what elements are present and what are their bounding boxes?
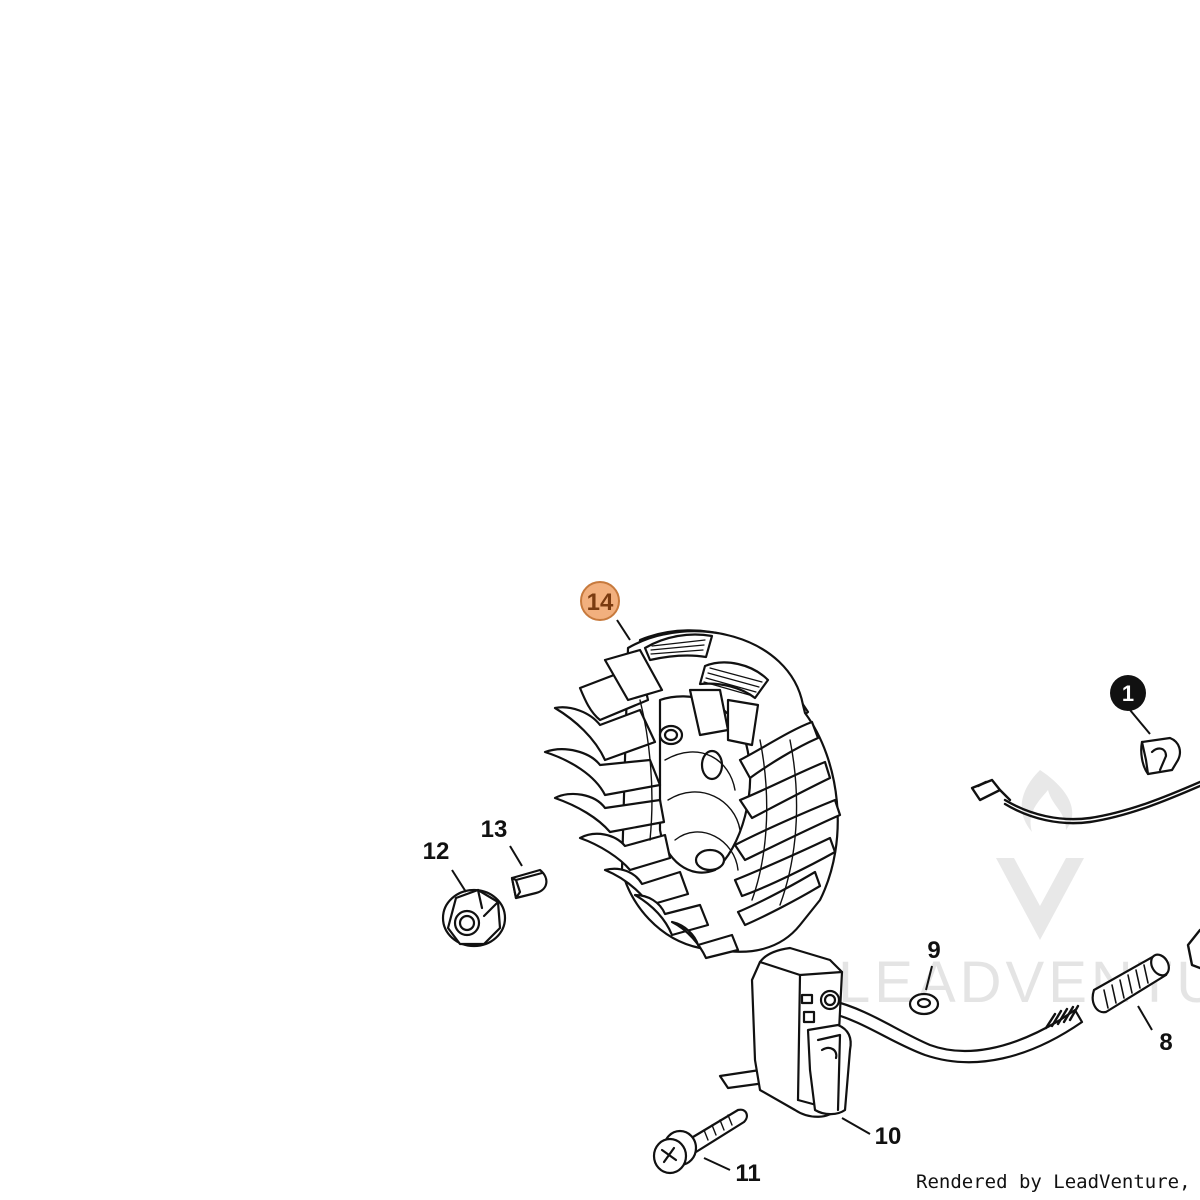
callout-11-label[interactable]: 11 [735,1160,760,1187]
ignition-module-part[interactable] [718,946,1084,1118]
wire-clip-part[interactable] [1140,736,1181,776]
flange-nut-part[interactable] [441,888,507,948]
sleeve-part[interactable] [1091,951,1173,1014]
callout-14-highlighted[interactable]: 14 [580,581,620,621]
washer-part[interactable] [908,992,940,1016]
leader-lines [451,619,1153,1171]
flywheel-part[interactable] [543,629,842,960]
callout-10-label[interactable]: 10 [875,1123,902,1150]
callout-13-label[interactable]: 13 [481,816,508,843]
ground-wire-part[interactable] [970,778,1200,825]
callout-9-label[interactable]: 9 [927,937,940,964]
partial-part-edge [1186,928,1200,970]
woodruff-key-part[interactable] [510,868,548,900]
callout-8-label[interactable]: 8 [1159,1029,1172,1056]
render-credit: Rendered by LeadVenture, Inc. [916,1171,1200,1193]
callout-12-label[interactable]: 12 [423,838,450,865]
callout-14-label: 14 [587,589,614,616]
callout-1-label: 1 [1122,681,1134,706]
callout-1-badge[interactable]: 1 [1110,675,1146,711]
screw-part[interactable] [652,1108,748,1175]
